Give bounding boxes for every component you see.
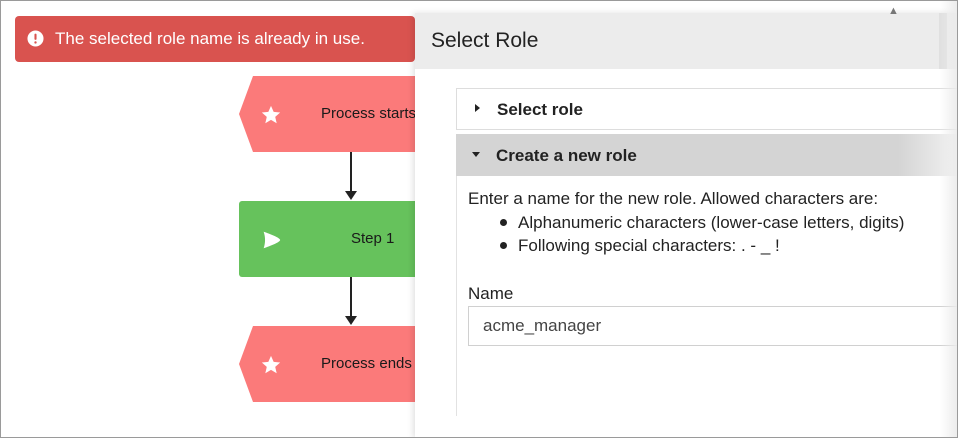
select-role-panel-title: Select role [497, 100, 583, 119]
error-message: The selected role name is already in use… [55, 29, 365, 48]
process-start-label: Process starts [321, 105, 417, 122]
create-role-panel-title: Create a new role [496, 146, 637, 165]
star-icon [261, 355, 281, 374]
role-name-input[interactable] [468, 306, 957, 346]
flow-arrow-head [345, 316, 357, 325]
select-role-dialog: Select Role ▲ Select role Create a new r… [415, 5, 958, 438]
allowed-characters-list: Alphanumeric characters (lower-case lett… [500, 211, 904, 257]
create-role-panel-header[interactable]: Create a new role [456, 134, 958, 176]
play-icon [263, 231, 281, 249]
select-role-panel-header[interactable]: Select role [456, 88, 958, 130]
create-role-instructions: Enter a name for the new role. Allowed c… [468, 189, 879, 208]
list-item: Following special characters: . - _ ! [500, 234, 904, 257]
caret-right-icon [475, 104, 480, 112]
process-end-label: Process ends [321, 355, 412, 372]
name-field-label: Name [468, 284, 514, 303]
caret-down-icon [472, 152, 480, 157]
create-role-panel-body: Enter a name for the new role. Allowed c… [456, 176, 958, 416]
exclamation-circle-icon [27, 30, 44, 47]
chevron-up-icon[interactable]: ▲ [888, 5, 899, 17]
dialog-header: Select Role ▲ [415, 5, 958, 69]
dialog-title: Select Role [431, 29, 539, 52]
step-1-label: Step 1 [351, 230, 395, 247]
list-item: Alphanumeric characters (lower-case lett… [500, 211, 904, 234]
flow-connector [350, 277, 352, 317]
error-toast: The selected role name is already in use… [15, 16, 415, 62]
star-icon [261, 105, 281, 124]
flow-arrow-head [345, 191, 357, 200]
window-edge-shadow [940, 0, 958, 438]
flow-connector [350, 152, 352, 192]
